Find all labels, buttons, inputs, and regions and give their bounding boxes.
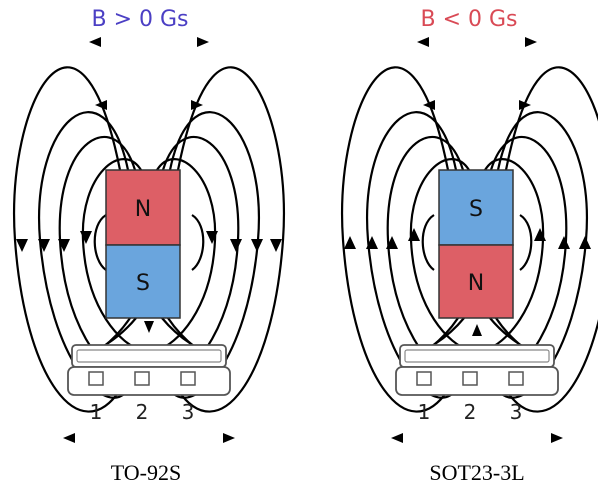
magnet-top-pole xyxy=(438,169,514,246)
pole-label-top: N xyxy=(135,197,151,222)
package-caption: TO-92S xyxy=(111,460,182,485)
panel-right: B < 0 Gs S N 1 2 3 SOT23-3L xyxy=(340,7,598,485)
pin-label: 1 xyxy=(418,400,431,424)
condition-label: B < 0 Gs xyxy=(420,7,517,32)
pole-label-bottom: N xyxy=(468,271,484,296)
condition-label: B > 0 Gs xyxy=(91,7,188,32)
magnet-top-pole xyxy=(105,169,181,246)
pin-label: 2 xyxy=(136,400,149,424)
pin-label: 2 xyxy=(464,400,477,424)
panel-left: B > 0 Gs N S 1 2 3 TO-92S xyxy=(12,7,286,485)
magnet-bottom-pole xyxy=(438,244,514,319)
sensor-package xyxy=(395,344,559,396)
pin-label: 3 xyxy=(510,400,523,424)
pole-label-bottom: S xyxy=(136,271,150,296)
sensor-package xyxy=(67,344,231,396)
package-caption: SOT23-3L xyxy=(429,460,524,485)
pin-label: 1 xyxy=(90,400,103,424)
pin-label: 3 xyxy=(182,400,195,424)
magnet-bottom-pole xyxy=(105,244,181,319)
pole-label-top: S xyxy=(469,197,483,222)
